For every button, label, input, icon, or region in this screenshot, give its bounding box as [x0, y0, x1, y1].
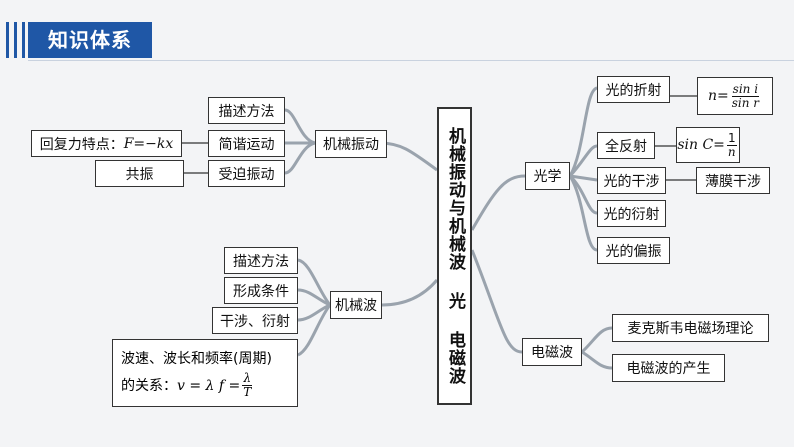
wave-relation-line2: 的关系： v = λ f = λ T — [121, 372, 289, 399]
link-optics-total — [568, 144, 598, 178]
total-reflection-lhs: sin C= — [677, 137, 725, 153]
node-maxwell-theory: 麦克斯韦电磁场理论 — [612, 314, 769, 342]
node-optics: 光学 — [525, 162, 570, 190]
node-wave-formation: 形成条件 — [224, 277, 298, 304]
restoring-force-label: 回复力特点： — [39, 136, 124, 153]
link-center-optics — [470, 174, 526, 231]
wave-relation-line1: 波速、波长和频率(周期) — [121, 351, 272, 367]
wave-relation-prefix: 的关系： — [121, 377, 177, 394]
link-optics-polarization — [568, 175, 598, 252]
link-em-maxwell — [580, 326, 613, 354]
fraction-numerator: sin i — [731, 81, 760, 97]
node-mechanical-vibration: 机械振动 — [315, 130, 387, 158]
page-title: 知识体系 — [28, 22, 152, 58]
fraction-denominator: n — [727, 144, 736, 159]
fraction-numerator: λ — [242, 371, 253, 386]
node-em-wave-generation: 电磁波的产生 — [612, 354, 725, 382]
node-simple-harmonic-motion: 简谐运动 — [208, 130, 285, 157]
fraction-denominator: sin r — [731, 95, 760, 110]
link-center-wave — [381, 279, 439, 307]
node-polarization: 光的偏振 — [597, 237, 670, 264]
node-forced-vibration: 受迫振动 — [208, 160, 285, 187]
node-interference: 光的干涉 — [597, 167, 666, 194]
refraction-fraction: sin i sin r — [731, 81, 760, 110]
header-stripes — [0, 22, 28, 58]
node-wave-description: 描述方法 — [224, 247, 298, 274]
link-wave-interference — [297, 303, 331, 322]
wave-relation-fraction: λ T — [242, 371, 253, 399]
node-refraction-formula: n= sin i sin r — [697, 77, 773, 115]
link-wave-conditions — [297, 288, 331, 307]
node-thin-film-interference: 薄膜干涉 — [696, 167, 770, 194]
node-refraction: 光的折射 — [597, 76, 670, 103]
node-wave-interference-diffraction: 干涉、衍射 — [212, 307, 298, 334]
node-diffraction: 光的衍射 — [597, 200, 666, 227]
fraction-numerator: 1 — [726, 130, 737, 146]
link-center-em — [470, 249, 523, 354]
refraction-lhs: n= — [707, 88, 729, 104]
header-divider — [28, 60, 794, 61]
node-restoring-force: 回复力特点： F=−kx — [31, 130, 182, 157]
node-wave-relation: 波速、波长和频率(周期) 的关系： v = λ f = λ T — [112, 339, 298, 407]
node-total-reflection: 全反射 — [597, 132, 655, 159]
central-topic: 机械振动与机械波 光 电磁波 — [437, 107, 472, 405]
node-resonance: 共振 — [95, 160, 184, 187]
fraction-denominator: T — [243, 385, 252, 399]
link-wave-relation — [297, 304, 332, 357]
link-optics-interference — [569, 174, 598, 182]
node-vibration-description: 描述方法 — [208, 97, 285, 124]
node-total-reflection-formula: sin C= 1 n — [676, 127, 740, 163]
link-vibration-forced — [284, 141, 316, 175]
total-reflection-fraction: 1 n — [726, 130, 737, 159]
link-wave-describe — [297, 258, 332, 306]
link-em-generation — [581, 350, 613, 370]
link-vibration-describe — [284, 108, 316, 145]
node-electromagnetic-wave: 电磁波 — [522, 338, 582, 366]
link-optics-refraction — [568, 86, 598, 177]
wave-relation-formula: v = λ f = — [177, 377, 241, 394]
link-center-vibration — [379, 141, 438, 172]
restoring-force-formula: F=−kx — [123, 135, 174, 152]
node-mechanical-wave: 机械波 — [330, 291, 382, 319]
